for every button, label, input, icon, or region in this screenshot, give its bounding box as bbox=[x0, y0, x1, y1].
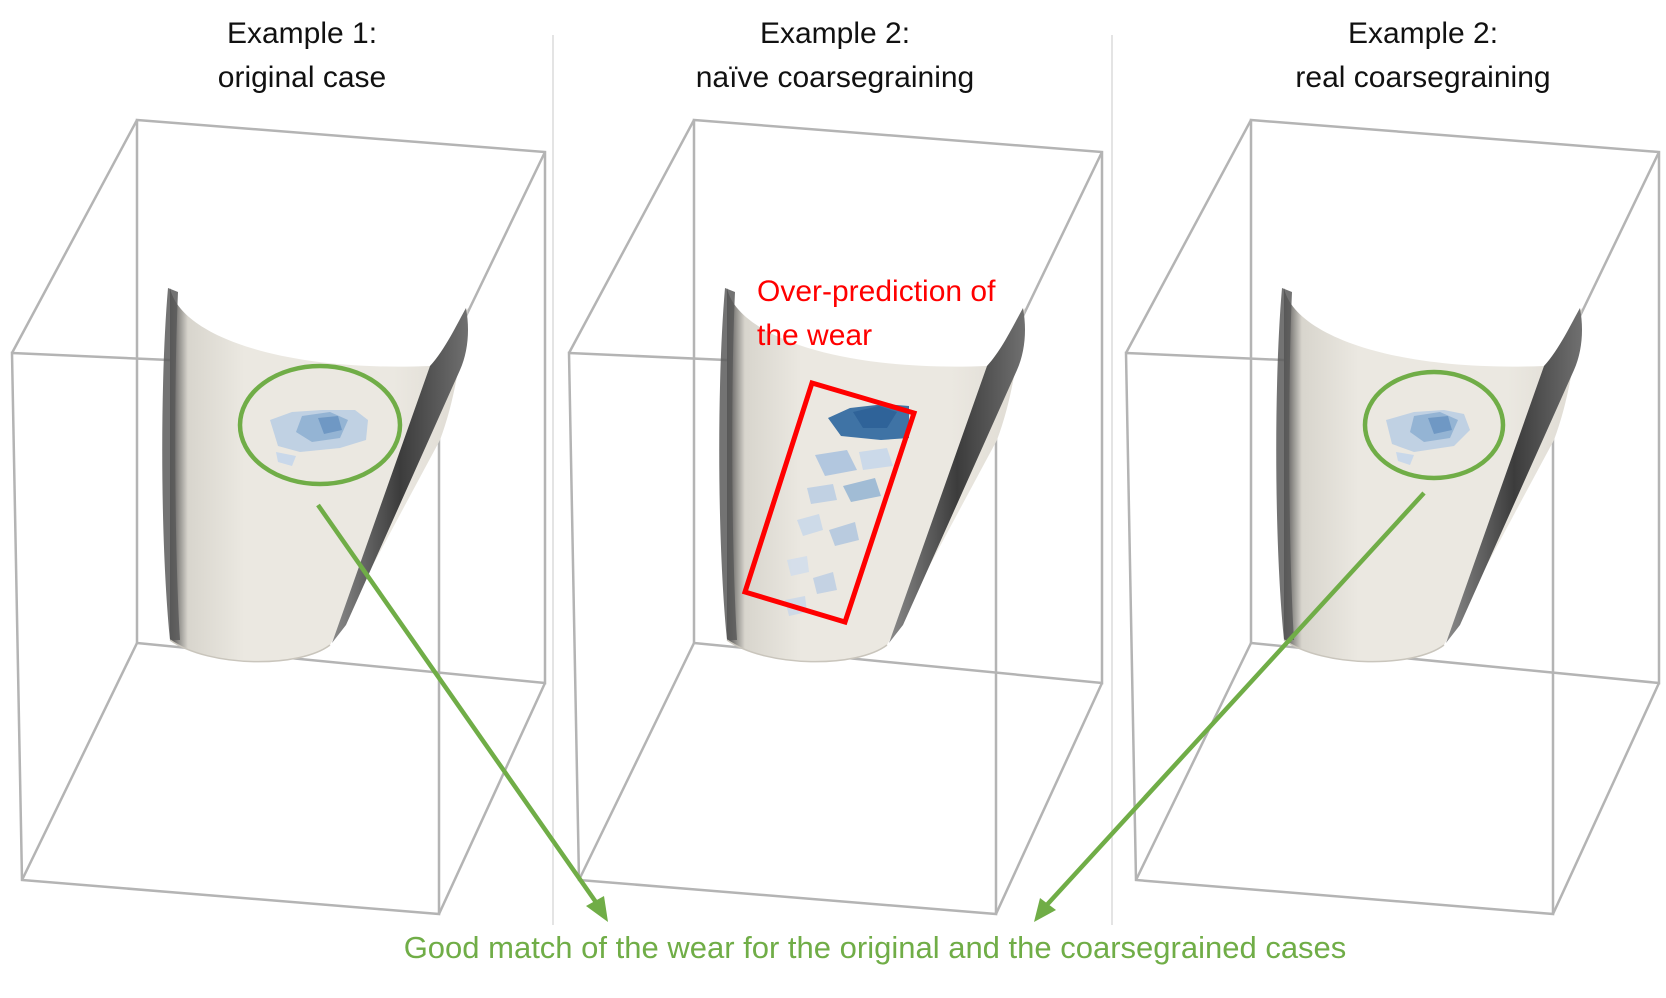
panel-3-title: Example 2: real coarsegraining bbox=[1213, 12, 1633, 100]
arrow-line-real bbox=[1042, 491, 1426, 910]
panel-2-title-line1: Example 2: bbox=[759, 17, 911, 50]
good-match-caption: Good match of the wear for the original … bbox=[403, 930, 1347, 965]
panel-3-real bbox=[1124, 118, 1661, 916]
over-prediction-line1: Over-prediction of bbox=[757, 275, 996, 308]
panel-2-naive bbox=[567, 118, 1104, 916]
panel-1-title-line1: Example 1: bbox=[226, 17, 378, 50]
over-prediction-annotation: Over-prediction of the wear bbox=[757, 270, 995, 358]
over-prediction-line2: the wear bbox=[757, 319, 873, 352]
match-arrows bbox=[316, 491, 1426, 922]
panel-1-title-line2: original case bbox=[217, 61, 387, 94]
panel-1-original bbox=[10, 118, 547, 916]
highlight-circle-real bbox=[1362, 369, 1506, 481]
wear-patch-real bbox=[1386, 410, 1470, 465]
wear-patch-original bbox=[270, 410, 368, 466]
panel-1-title: Example 1: original case bbox=[92, 12, 512, 100]
arrow-line-original bbox=[316, 503, 602, 910]
panel-2-title-line2: naïve coarsegraining bbox=[695, 61, 975, 94]
highlight-circle-original bbox=[237, 363, 403, 487]
panel-3-title-line2: real coarsegraining bbox=[1295, 61, 1551, 94]
panel-2-title: Example 2: naïve coarsegraining bbox=[625, 12, 1045, 100]
wear-patch-naive bbox=[785, 404, 909, 616]
arrowhead-real bbox=[1034, 898, 1056, 922]
panel-3-title-line1: Example 2: bbox=[1347, 17, 1499, 50]
arrowhead-original bbox=[586, 896, 608, 922]
highlight-rectangle-naive bbox=[741, 379, 918, 626]
